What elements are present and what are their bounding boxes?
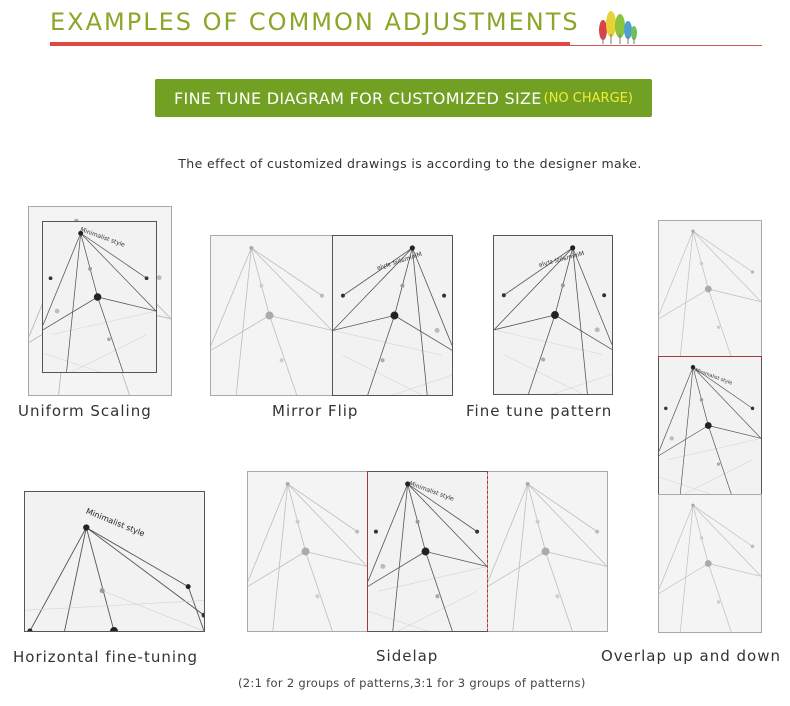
- overlap-top-seam: [658, 356, 762, 357]
- sidelap-left-image: [247, 471, 368, 632]
- caption-horizontal-fine-tuning: Horizontal fine-tuning: [13, 648, 199, 666]
- sidelap-note: (2:1 for 2 groups of patterns,3:1 for 3 …: [238, 676, 586, 690]
- overlap-top-image: [658, 220, 762, 358]
- title-rule: [570, 45, 762, 46]
- horizontal-fine-tuning-image: [24, 491, 205, 632]
- caption-overlap: Overlap up and down: [601, 647, 781, 665]
- overlap-middle-image: [658, 356, 762, 495]
- uniform-scaling-frame: [42, 221, 157, 373]
- sidelap-center-image: [367, 471, 488, 632]
- overlap-bottom-image: [658, 494, 762, 633]
- mirror-flip-original: [210, 235, 333, 396]
- sidelap-left-seam: [367, 471, 368, 632]
- caption-fine-tune-pattern: Fine tune pattern: [466, 402, 613, 420]
- fine-tune-pattern-image: [493, 235, 613, 395]
- banner-text: FINE TUNE DIAGRAM FOR CUSTOMIZED SIZE: [174, 88, 542, 108]
- subtitle: The effect of customized drawings is acc…: [178, 156, 642, 171]
- mirror-flip-mirrored: [332, 235, 453, 396]
- sidelap-right-seam: [487, 471, 488, 632]
- caption-uniform-scaling: Uniform Scaling: [18, 402, 152, 420]
- tree-cluster-icon: [599, 11, 637, 44]
- sidelap-right-image: [487, 471, 608, 632]
- no-charge-note: (NO CHARGE): [543, 90, 633, 106]
- page-title: EXAMPLES OF COMMON ADJUSTMENTS: [50, 8, 580, 36]
- caption-sidelap: Sidelap: [376, 647, 439, 665]
- customization-banner: FINE TUNE DIAGRAM FOR CUSTOMIZED SIZE (N…: [155, 79, 652, 117]
- title-underline: [50, 42, 570, 46]
- caption-mirror-flip: Mirror Flip: [272, 402, 359, 420]
